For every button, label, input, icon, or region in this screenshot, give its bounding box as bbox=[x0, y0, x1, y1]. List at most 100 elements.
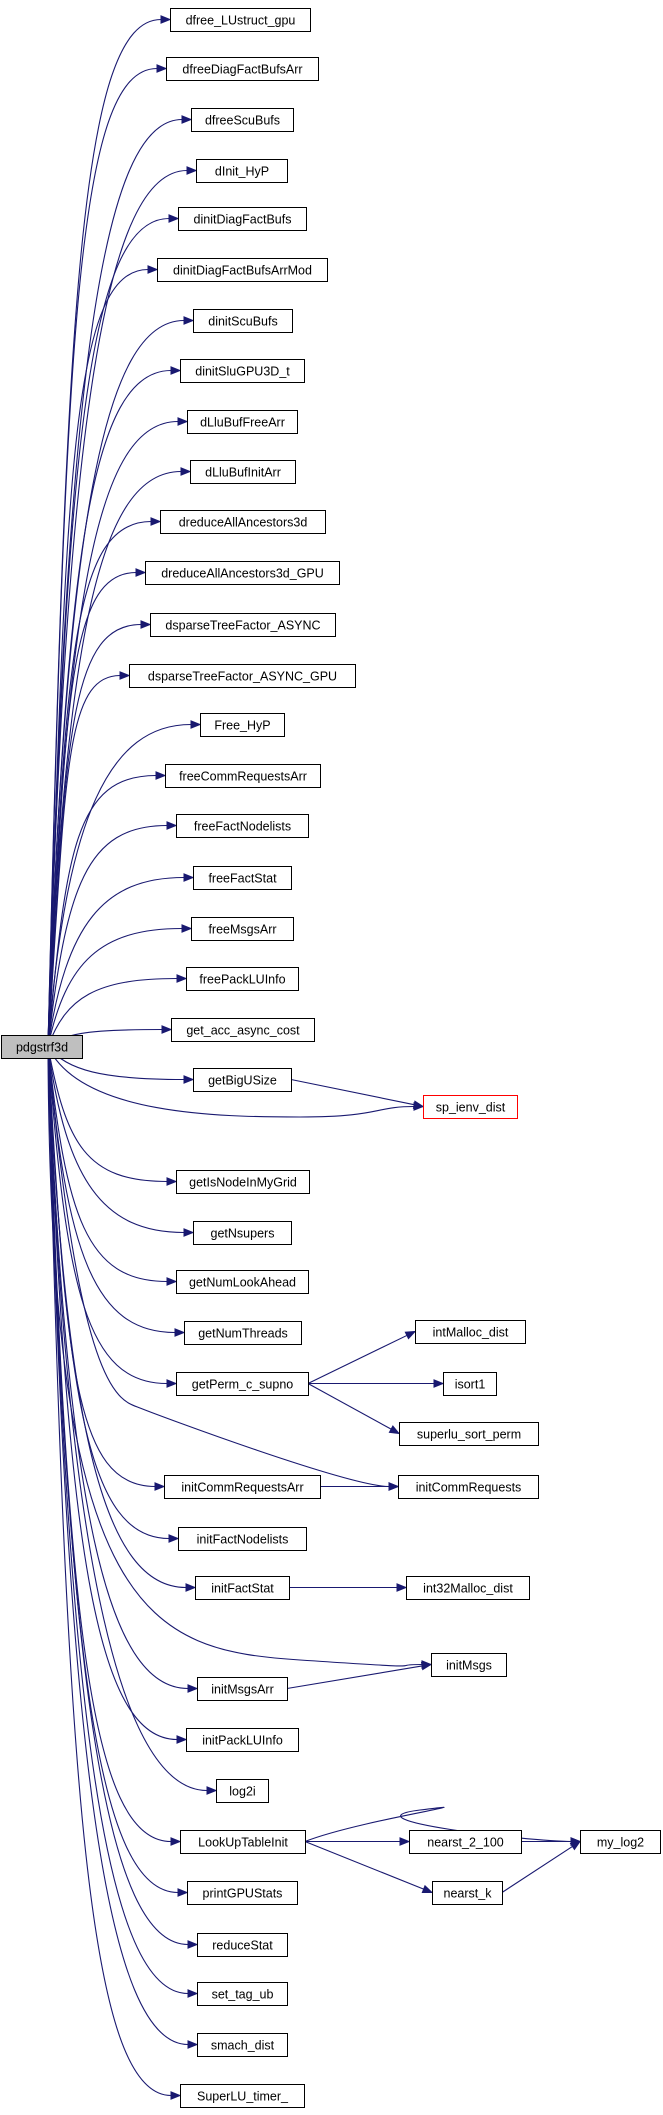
node-freefactnodelists[interactable]: freeFactNodelists bbox=[176, 814, 309, 838]
edge-pdgstrf3d-to-dreduceallancestors3d-gpu bbox=[47, 568, 147, 1047]
node-box bbox=[216, 1779, 269, 1803]
node-initmsgsarr[interactable]: initMsgsArr bbox=[197, 1677, 288, 1701]
node-nearst-2-100[interactable]: nearst_2_100 bbox=[409, 1830, 522, 1854]
node-label: nearst_k bbox=[444, 1887, 493, 1901]
node-label: isort1 bbox=[455, 1378, 486, 1392]
node-reducestat[interactable]: reduceStat bbox=[197, 1933, 288, 1957]
node-getnumthreads[interactable]: getNumThreads bbox=[184, 1321, 302, 1345]
edge-pdgstrf3d-to-dfreediagfactbufsarr bbox=[47, 64, 168, 1047]
edge-arrowhead bbox=[147, 265, 159, 274]
node-dfree-lustruct-gpu[interactable]: dfree_LUstruct_gpu bbox=[170, 8, 311, 32]
node-dreduceallancestors3d[interactable]: dreduceAllAncestors3d bbox=[160, 510, 326, 534]
node-box bbox=[129, 664, 356, 688]
node-initpackluinfo[interactable]: initPackLUInfo bbox=[186, 1728, 299, 1752]
node-box bbox=[196, 159, 288, 183]
node-getnumlookahead[interactable]: getNumLookAhead bbox=[176, 1270, 309, 1294]
edge-arrowhead bbox=[155, 771, 167, 780]
node-log2i[interactable]: log2i bbox=[216, 1779, 269, 1803]
node-intmalloc-dist[interactable]: intMalloc_dist bbox=[415, 1320, 526, 1344]
node-superlu-sort-perm[interactable]: superlu_sort_perm bbox=[399, 1422, 539, 1446]
node-dreduceallancestors3d-gpu[interactable]: dreduceAllAncestors3d_GPU bbox=[145, 561, 340, 585]
node-box bbox=[197, 1982, 288, 2006]
node-dsparsetreefactor-async[interactable]: dsparseTreeFactor_ASYNC bbox=[150, 613, 336, 637]
node-label: initFactNodelists bbox=[197, 1533, 289, 1547]
node-label: initCommRequests bbox=[416, 1481, 522, 1495]
node-nearst-k[interactable]: nearst_k bbox=[432, 1881, 503, 1905]
node-initcommrequests[interactable]: initCommRequests bbox=[398, 1475, 539, 1499]
edge-line bbox=[47, 774, 157, 1047]
edge-pdgstrf3d-to-initmsgs bbox=[47, 1046, 433, 1669]
edge-line bbox=[47, 1046, 185, 1234]
edge-lookuptableinit-to-nearst-k bbox=[304, 1840, 434, 1894]
node-smach-dist[interactable]: smach_dist bbox=[197, 2033, 288, 2057]
node-pdgstrf3d[interactable]: pdgstrf3d bbox=[1, 1035, 83, 1059]
node-isort1[interactable]: isort1 bbox=[443, 1372, 497, 1396]
node-box bbox=[443, 1372, 497, 1396]
node-dfreescubufs[interactable]: dfreeScuBufs bbox=[191, 108, 294, 132]
node-int32malloc-dist[interactable]: int32Malloc_dist bbox=[406, 1576, 530, 1600]
edge-line bbox=[47, 1046, 208, 1792]
edge-arrowhead bbox=[177, 1888, 189, 1897]
node-dinitdiagfactbufsarrmod[interactable]: dinitDiagFactBufsArrMod bbox=[157, 258, 328, 282]
node-dinit-hyp[interactable]: dInit_HyP bbox=[196, 159, 288, 183]
edge-nearst-k-to-my-log2 bbox=[501, 1840, 582, 1893]
node-label: getNumThreads bbox=[198, 1327, 288, 1341]
edge-arrowhead bbox=[569, 1840, 582, 1851]
edge-arrowhead bbox=[187, 1684, 199, 1693]
edge-arrowhead bbox=[404, 1330, 417, 1340]
node-sp-ienv-dist[interactable]: sp_ienv_dist bbox=[423, 1095, 518, 1119]
node-label: set_tag_ub bbox=[212, 1988, 274, 2002]
edge-arrowhead bbox=[187, 1940, 199, 1949]
node-dfreediagfactbufsarr[interactable]: dfreeDiagFactBufsArr bbox=[166, 57, 319, 81]
node-initcommrequestsarr[interactable]: initCommRequestsArr bbox=[164, 1475, 321, 1499]
node-set-tag-ub[interactable]: set_tag_ub bbox=[197, 1982, 288, 2006]
edge-arrowhead bbox=[187, 2040, 199, 2049]
node-my-log2[interactable]: my_log2 bbox=[580, 1830, 661, 1854]
node-label: freePackLUInfo bbox=[199, 973, 285, 987]
edge-line bbox=[47, 268, 149, 1047]
node-initfactnodelists[interactable]: initFactNodelists bbox=[178, 1527, 307, 1551]
edge-line bbox=[47, 571, 137, 1047]
edge-line bbox=[47, 369, 172, 1047]
edge-line bbox=[307, 1334, 408, 1384]
node-freemsgsarr[interactable]: freeMsgsArr bbox=[191, 917, 294, 941]
node-printgpustats[interactable]: printGPUStats bbox=[187, 1881, 298, 1905]
node-box bbox=[150, 613, 336, 637]
edges-layer bbox=[47, 15, 582, 2100]
node-label: log2i bbox=[229, 1785, 255, 1799]
node-getnsupers[interactable]: getNsupers bbox=[193, 1221, 292, 1245]
node-box bbox=[193, 866, 292, 890]
node-getperm-c-supno[interactable]: getPerm_c_supno bbox=[176, 1372, 309, 1396]
node-initfactstat[interactable]: initFactStat bbox=[195, 1576, 290, 1600]
edge-arrowhead bbox=[420, 1661, 433, 1671]
edge-line bbox=[47, 927, 183, 1047]
node-label: getPerm_c_supno bbox=[192, 1378, 294, 1392]
node-box bbox=[406, 1576, 530, 1600]
edge-arrowhead bbox=[135, 568, 147, 577]
node-dllubuffreearr[interactable]: dLluBufFreeArr bbox=[187, 410, 298, 434]
node-freepackluinfo[interactable]: freePackLUInfo bbox=[186, 967, 299, 991]
node-getisnodeinmygrid[interactable]: getIsNodeInMyGrid bbox=[176, 1170, 310, 1194]
node-dsparsetreefactor-async-gpu[interactable]: dsparseTreeFactor_ASYNC_GPU bbox=[129, 664, 356, 688]
edge-arrowhead bbox=[388, 1425, 401, 1435]
node-label: dLluBufFreeArr bbox=[200, 416, 285, 430]
node-dinitscubufs[interactable]: dinitScuBufs bbox=[193, 309, 293, 333]
node-dinitdiagfactbufs[interactable]: dinitDiagFactBufs bbox=[178, 207, 307, 231]
node-freefactstat[interactable]: freeFactStat bbox=[193, 866, 292, 890]
node-get-acc-async-cost[interactable]: get_acc_async_cost bbox=[171, 1018, 315, 1042]
node-getbigusize[interactable]: getBigUSize bbox=[193, 1068, 292, 1092]
edge-pdgstrf3d-to-dfree-lustruct-gpu bbox=[47, 15, 172, 1047]
node-dllubufinitarr[interactable]: dLluBufInitArr bbox=[190, 460, 296, 484]
node-box bbox=[176, 1372, 309, 1396]
node-label: dfree_LUstruct_gpu bbox=[186, 14, 296, 28]
node-label: getNumLookAhead bbox=[189, 1276, 296, 1290]
node-box bbox=[180, 2084, 305, 2108]
node-free-hyp[interactable]: Free_HyP bbox=[200, 713, 285, 737]
edge-line bbox=[286, 1665, 423, 1690]
node-label: nearst_2_100 bbox=[427, 1836, 504, 1850]
node-superlu-timer[interactable]: SuperLU_timer_ bbox=[180, 2084, 305, 2108]
node-dinitslugpu3d-t[interactable]: dinitSluGPU3D_t bbox=[180, 359, 305, 383]
node-freecommrequestsarr[interactable]: freeCommRequestsArr bbox=[165, 764, 321, 788]
node-initmsgs[interactable]: initMsgs bbox=[431, 1653, 507, 1677]
node-lookuptableinit[interactable]: LookUpTableInit bbox=[180, 1830, 306, 1854]
